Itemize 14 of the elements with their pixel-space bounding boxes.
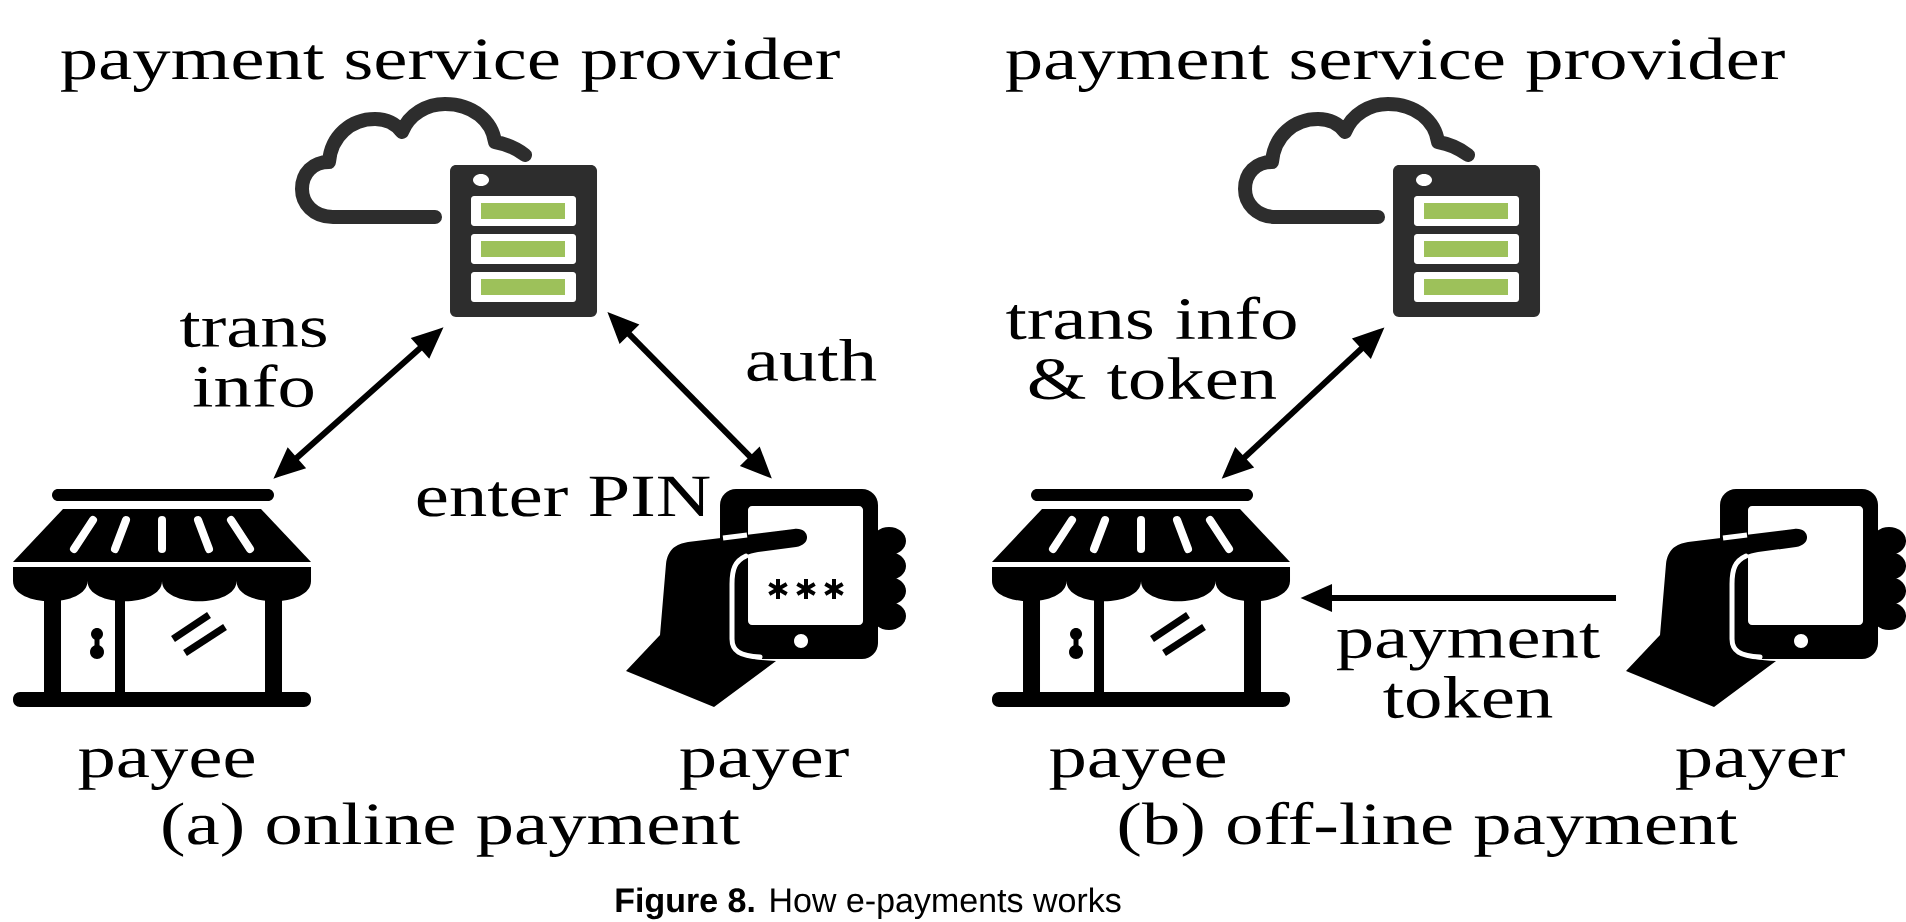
edge-label: auth [747,338,877,382]
node-label: payer [679,748,849,790]
node-label: payment service provider [1006,37,1785,92]
note-label: enter PIN [417,476,710,517]
subfigure-caption: (a) online payment [163,802,740,857]
edge-label: payment token [1337,623,1600,719]
node-label: payer [1675,748,1845,790]
edge-label: trans info [180,312,326,408]
figure-caption: Figure 8. How e-payments works [616,887,1121,920]
node-label: payment service provider [61,37,840,92]
node-label: payee [78,748,254,790]
edge-label: trans info & token [1006,296,1296,400]
node-label: payee [1049,748,1225,790]
subfigure-caption: (b) off-line payment [1119,801,1738,857]
